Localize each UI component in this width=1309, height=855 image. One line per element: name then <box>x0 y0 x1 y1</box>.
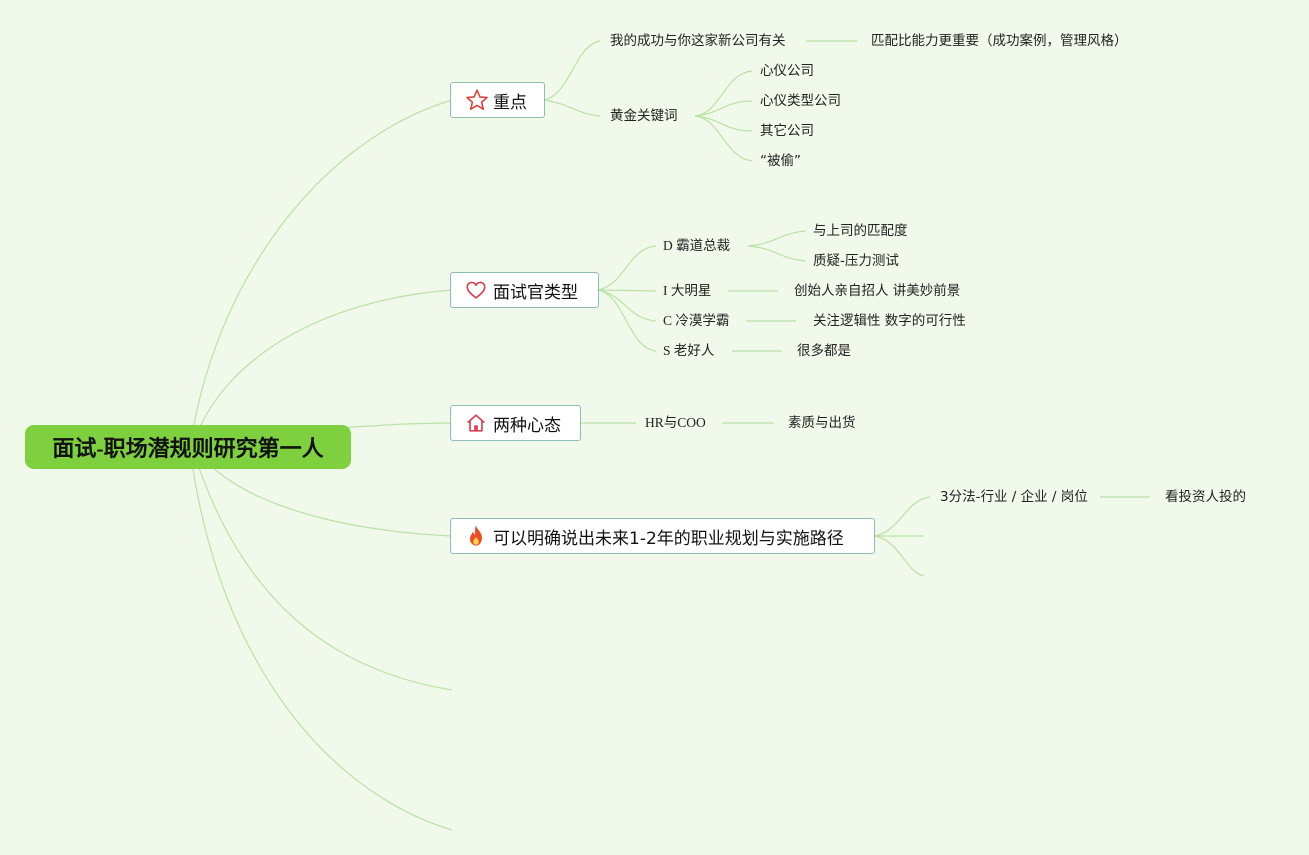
topic-interviewer[interactable]: 面试官类型 <box>450 272 599 308</box>
node-type-c-detail[interactable]: 关注逻辑性 数字的可行性 <box>813 313 966 329</box>
node-keyword-item[interactable]: 其它公司 <box>760 123 814 139</box>
node-keyword-item[interactable]: 心仪公司 <box>760 63 814 79</box>
heart-icon <box>465 278 491 302</box>
root-topic-label: 面试-职场潜规则研究第一人 <box>52 436 324 461</box>
node-keyword-item[interactable]: 心仪类型公司 <box>760 93 841 109</box>
node-keywords[interactable]: 黄金关键词 <box>610 108 678 124</box>
topic-mindset[interactable]: 两种心态 <box>450 405 581 441</box>
home-icon <box>465 411 491 435</box>
node-success-detail[interactable]: 匹配比能力更重要（成功案例，管理风格） <box>871 33 1128 49</box>
star-icon <box>465 88 491 112</box>
node-type-s[interactable]: S 老好人 <box>663 343 715 358</box>
connector-root-mindset <box>339 422 453 429</box>
node-hr-coo-detail[interactable]: 素质与出货 <box>788 415 856 431</box>
connector-root-interviewer <box>191 289 453 448</box>
node-type-c[interactable]: C 冷漠学霸 <box>663 313 730 328</box>
topic-zhongdian-label: 重点 <box>493 92 527 113</box>
topic-mindset-label: 两种心态 <box>493 415 561 436</box>
node-type-s-detail[interactable]: 很多都是 <box>797 343 851 359</box>
node-three-way[interactable]: 3分法-行业 / 企业 / 岗位 <box>940 489 1088 505</box>
topic-plan-label: 可以明确说出未来1-2年的职业规划与实施路径 <box>493 528 844 549</box>
node-hr-coo[interactable]: HR与COO <box>645 415 706 430</box>
topic-interviewer-label: 面试官类型 <box>493 282 578 303</box>
connector-root-zhongdian <box>189 99 453 448</box>
node-type-d-item[interactable]: 与上司的匹配度 <box>813 223 908 239</box>
connector-root-empty-1 <box>191 446 453 691</box>
node-type-i[interactable]: I 大明星 <box>663 283 712 298</box>
fire-icon <box>465 524 491 548</box>
topic-zhongdian[interactable]: 重点 <box>450 82 545 118</box>
root-topic[interactable]: 面试-职场潜规则研究第一人 <box>25 425 351 469</box>
node-three-way-detail[interactable]: 看投资人投的 <box>1165 489 1246 505</box>
node-success[interactable]: 我的成功与你这家新公司有关 <box>610 33 786 49</box>
node-type-d[interactable]: D 霸道总裁 <box>663 238 731 253</box>
node-type-i-detail[interactable]: 创始人亲自招人 讲美妙前景 <box>794 283 961 299</box>
connector-root-empty-2 <box>189 446 453 831</box>
topic-plan[interactable]: 可以明确说出未来1-2年的职业规划与实施路径 <box>450 518 875 554</box>
node-type-d-item[interactable]: 质疑-压力测试 <box>813 253 899 269</box>
node-keyword-item[interactable]: “被偷” <box>760 153 801 169</box>
